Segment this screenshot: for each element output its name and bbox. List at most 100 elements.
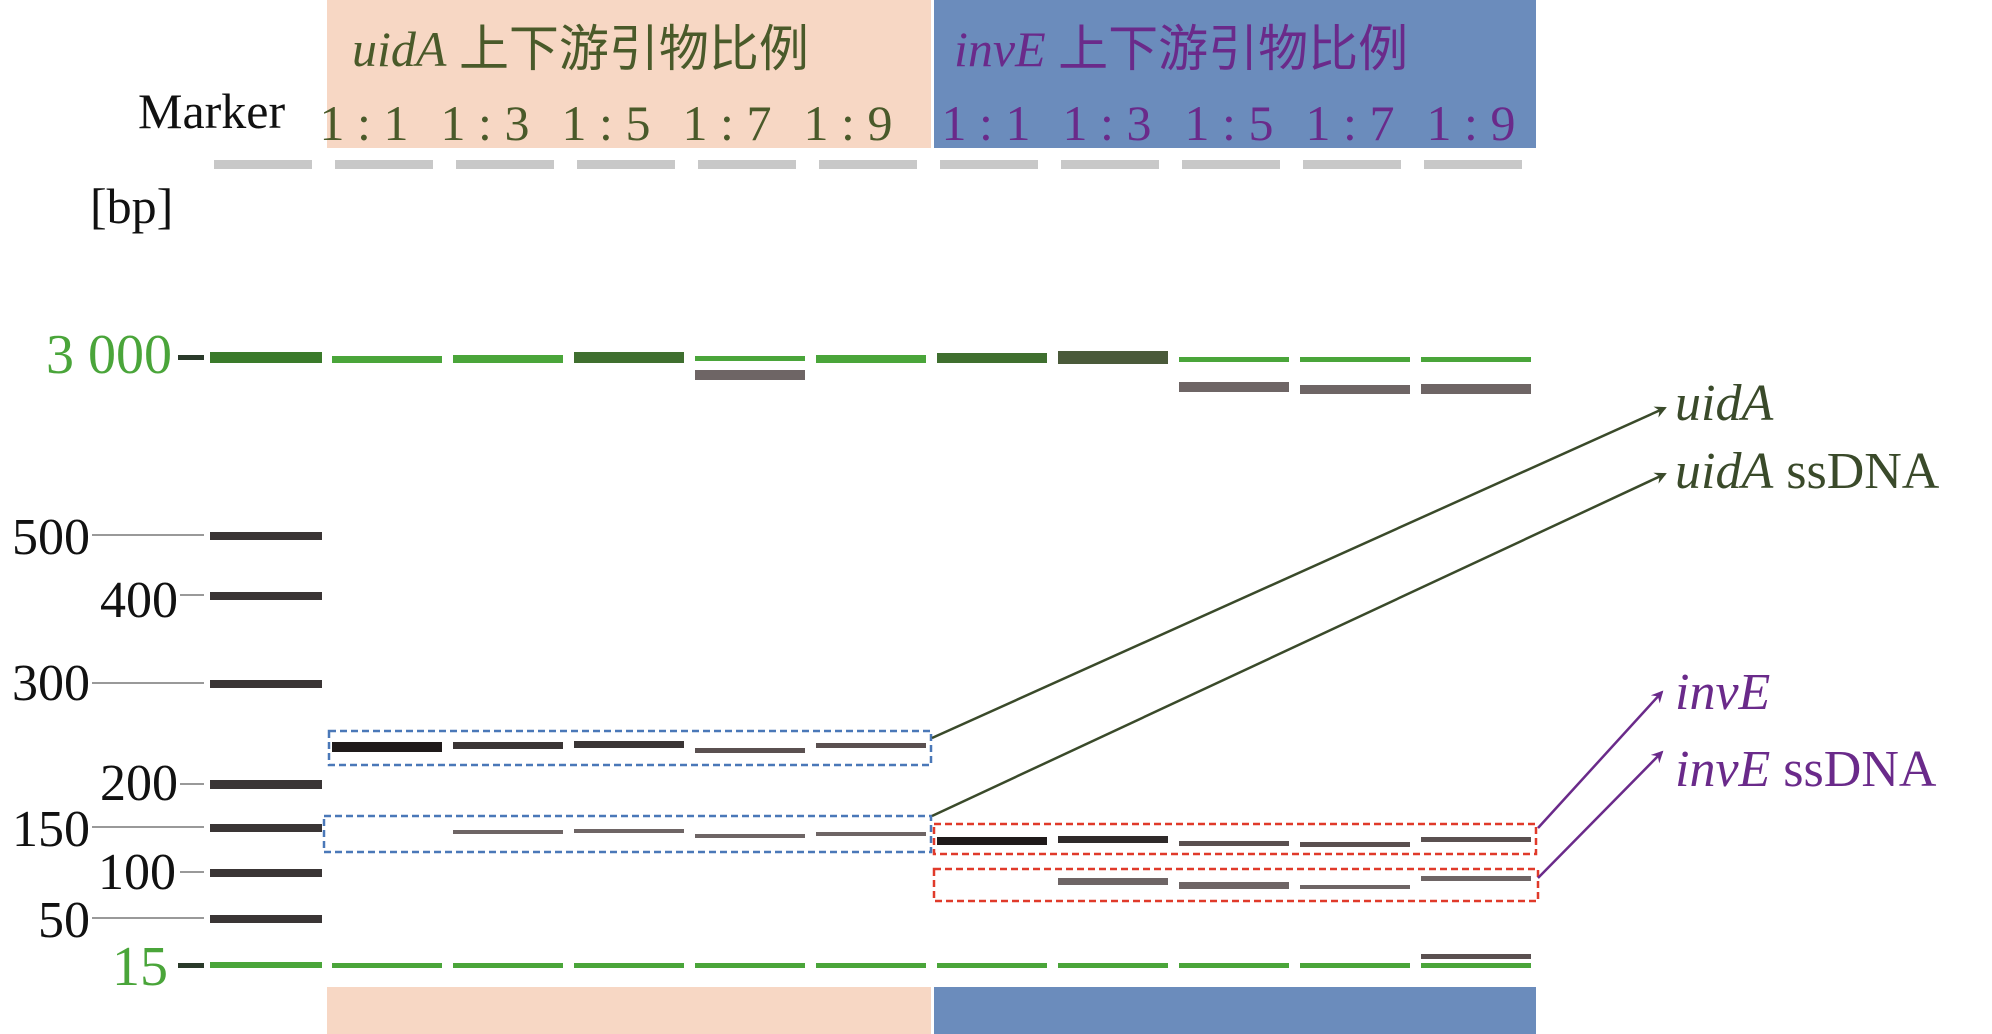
uida-title-text: 上下游引物比例 bbox=[446, 21, 809, 77]
upper-band bbox=[1179, 357, 1289, 362]
uida-ratio-5: 1 : 9 bbox=[804, 95, 893, 151]
shifted-band bbox=[1179, 382, 1289, 392]
uida-ratio-labels: 1 : 1 1 : 3 1 : 5 1 : 7 1 : 9 bbox=[320, 95, 893, 151]
uida-product-bands bbox=[332, 741, 926, 753]
inve-product-box bbox=[932, 822, 1538, 856]
lower-marker-lines bbox=[332, 963, 1531, 968]
lane-indicator bbox=[456, 160, 554, 169]
inve-ssdna-label: invE ssDNA bbox=[1675, 741, 1937, 798]
upper-marker-lines bbox=[332, 351, 1531, 394]
uida-band bbox=[332, 742, 442, 752]
inve-band bbox=[1421, 837, 1531, 842]
uida-band bbox=[816, 743, 926, 748]
inve-product-label: invE bbox=[1675, 664, 1770, 721]
uida-group-title: uidA 上下游引物比例 bbox=[352, 21, 809, 77]
uida-ssdna-band bbox=[695, 834, 805, 838]
inve-footer-block bbox=[934, 987, 1536, 1034]
lane-indicator bbox=[819, 160, 917, 169]
uida-ssdna-band bbox=[453, 830, 563, 834]
marker-band-15 bbox=[210, 962, 322, 968]
lane-indicator-marker bbox=[214, 160, 312, 169]
upper-band bbox=[453, 355, 563, 363]
ladder-label-400: 400 bbox=[100, 572, 178, 629]
lane-indicator bbox=[1424, 160, 1522, 169]
uida-ssdna-box bbox=[322, 814, 933, 854]
marker-band-3000 bbox=[210, 352, 322, 363]
lower-band bbox=[1179, 963, 1289, 968]
uida-footer-block bbox=[327, 987, 931, 1034]
lane-indicator bbox=[940, 160, 1038, 169]
inve-band bbox=[1179, 841, 1289, 846]
upper-band bbox=[1300, 357, 1410, 362]
marker-band-50 bbox=[210, 915, 322, 923]
marker-band-100 bbox=[210, 869, 322, 877]
uida-product-label: uidA bbox=[1675, 375, 1773, 432]
ladder-tick-3000 bbox=[178, 355, 204, 360]
inve-ratio-1: 1 : 1 bbox=[942, 95, 1031, 151]
inve-band bbox=[937, 837, 1047, 845]
marker-lane bbox=[210, 352, 322, 968]
uida-band bbox=[453, 742, 563, 749]
lower-band bbox=[574, 963, 684, 968]
marker-band-200 bbox=[210, 780, 322, 789]
inve-product-arrow bbox=[1537, 690, 1664, 829]
inve-title-text: 上下游引物比例 bbox=[1046, 21, 1409, 77]
upper-band bbox=[574, 352, 684, 363]
uida-ssdna-band bbox=[574, 829, 684, 833]
lower-band bbox=[1058, 963, 1168, 968]
shifted-band bbox=[1421, 384, 1531, 394]
lower-band bbox=[332, 963, 442, 968]
uida-ssdna-label: uidA ssDNA bbox=[1675, 443, 1940, 500]
marker-band-400 bbox=[210, 592, 322, 600]
lane-indicators bbox=[214, 160, 1522, 169]
inve-ratio-4: 1 : 7 bbox=[1306, 95, 1395, 151]
marker-band-500 bbox=[210, 532, 322, 540]
ladder-tick-15 bbox=[178, 963, 204, 968]
uida-ssdna-arrow bbox=[931, 472, 1667, 818]
inve-product-bands bbox=[937, 836, 1531, 847]
inve-ssdna-arrow bbox=[1537, 750, 1664, 879]
lane-indicator bbox=[577, 160, 675, 169]
inve-gene-name: invE bbox=[954, 21, 1046, 77]
inve-header-block bbox=[934, 0, 1536, 148]
lane-indicator bbox=[1182, 160, 1280, 169]
inve-ssdna-bands bbox=[1058, 876, 1531, 889]
lower-band bbox=[816, 963, 926, 968]
lower-band bbox=[1300, 963, 1410, 968]
uida-header-block bbox=[327, 0, 931, 148]
unit-label: [bp] bbox=[90, 178, 173, 234]
uida-product-box bbox=[327, 729, 933, 767]
upper-band bbox=[937, 353, 1047, 363]
marker-band-300 bbox=[210, 680, 322, 688]
inve-group-title: invE 上下游引物比例 bbox=[954, 21, 1408, 77]
upper-band bbox=[1421, 357, 1531, 362]
ladder-label-150: 150 bbox=[12, 801, 90, 858]
ladder-label-3000: 3 000 bbox=[46, 324, 172, 386]
lower-band bbox=[453, 963, 563, 968]
lower-band bbox=[695, 963, 805, 968]
inve-ratio-5: 1 : 9 bbox=[1427, 95, 1516, 151]
lane-indicator bbox=[698, 160, 796, 169]
ladder-label-50: 50 bbox=[38, 892, 90, 949]
lane-indicator bbox=[335, 160, 433, 169]
uida-ratio-2: 1 : 3 bbox=[441, 95, 530, 151]
upper-band bbox=[695, 356, 805, 361]
inve-ssdna-band bbox=[1179, 882, 1289, 889]
uida-product-arrow bbox=[931, 406, 1667, 740]
inve-ratio-labels: 1 : 1 1 : 3 1 : 5 1 : 7 1 : 9 bbox=[942, 95, 1516, 151]
ladder-guide-lines bbox=[92, 534, 204, 919]
lower-band bbox=[1421, 963, 1531, 968]
uida-ssdna-band bbox=[816, 832, 926, 836]
inve-band bbox=[1300, 842, 1410, 847]
uida-ratio-1: 1 : 1 bbox=[320, 95, 409, 151]
inve-ratio-2: 1 : 3 bbox=[1063, 95, 1152, 151]
ladder-label-100: 100 bbox=[98, 844, 176, 901]
inve-ssdna-box bbox=[932, 867, 1540, 903]
ladder-label-200: 200 bbox=[100, 755, 178, 812]
inve-ssdna-band bbox=[1300, 885, 1410, 889]
upper-band bbox=[332, 356, 442, 363]
uida-gene-name: uidA bbox=[352, 21, 447, 77]
ladder-label-300: 300 bbox=[12, 655, 90, 712]
ladder-label-15: 15 bbox=[112, 936, 168, 998]
